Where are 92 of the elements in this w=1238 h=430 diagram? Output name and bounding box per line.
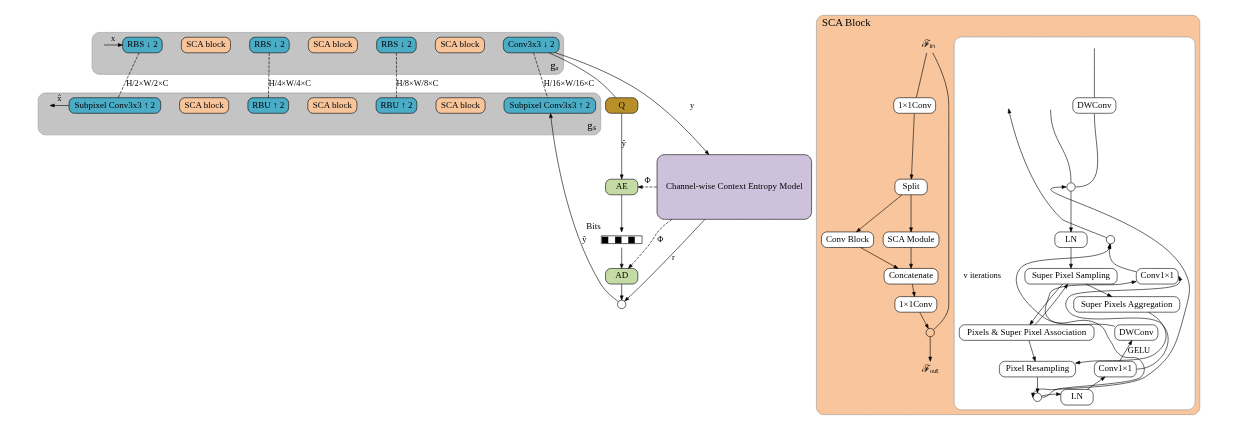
node-box: 1×1Conv	[894, 296, 938, 313]
arrow	[856, 194, 903, 233]
node-box: 1×1Conv	[893, 97, 936, 114]
arrow	[1028, 340, 1036, 362]
node-label: Bits	[586, 220, 601, 231]
edge-label: H/2×W/2×C	[126, 78, 169, 88]
node-circle	[1066, 182, 1076, 192]
arrow	[1119, 340, 1133, 362]
edge-label: H/8×W/8×C	[396, 78, 439, 88]
arrow	[912, 283, 916, 297]
arrow	[1075, 311, 1167, 365]
node-box: Conv1×1	[1136, 268, 1179, 285]
node-box: SCA block	[435, 97, 486, 114]
edge-label: H/4×W/4×C	[268, 78, 311, 88]
node-box: AD	[605, 268, 639, 285]
connector	[548, 52, 616, 98]
edge-label: r	[672, 253, 675, 263]
connector	[396, 52, 397, 98]
arrow	[619, 194, 624, 233]
arrow	[1029, 283, 1063, 326]
node-box: Conv3x3 ↓ 2	[503, 36, 560, 54]
arrow	[619, 247, 624, 269]
node-box: RBS ↓ 2	[249, 36, 290, 54]
arrow	[1031, 185, 1190, 398]
node-box: Subpixel Conv3x3 ↑ 2	[68, 97, 161, 114]
node-box: Super Pixels Aggregation	[1073, 296, 1181, 313]
arrow	[624, 219, 706, 302]
arrow	[619, 283, 624, 301]
node-box: RBS ↓ 2	[122, 36, 163, 54]
arrow	[628, 219, 673, 269]
node-text: ℱᵢₙ	[921, 38, 936, 50]
edge-label: H/16×W/16×C	[543, 78, 595, 88]
arrow	[928, 336, 932, 362]
node-box: Super Pixel Sampling	[1024, 268, 1118, 285]
node-box: SCA block	[307, 97, 358, 114]
node-box: Channel-wise Context Entropy Model	[656, 154, 812, 220]
node-box: DWConv	[1114, 324, 1159, 341]
node-box: AE	[605, 178, 639, 196]
connector	[533, 52, 548, 98]
arrow	[49, 103, 70, 108]
edge-label: y	[689, 100, 695, 110]
arrow	[919, 312, 929, 329]
node-circle	[1106, 235, 1116, 245]
arrow	[1087, 376, 1106, 390]
edge-label: Φ	[657, 234, 664, 244]
edge-label: x	[111, 33, 116, 43]
node-box: Pixel Resampling	[999, 361, 1076, 378]
node-circle	[925, 328, 935, 338]
edge-label: ŷ	[582, 234, 587, 244]
node-box: SCA block	[435, 36, 485, 54]
arrow	[909, 247, 913, 269]
arrow	[1069, 247, 1073, 269]
node-box: RBU ↑ 2	[375, 97, 418, 114]
arrow	[1069, 191, 1073, 233]
arrow	[909, 113, 915, 180]
arrow	[103, 43, 123, 47]
arrow	[909, 194, 913, 233]
connector	[268, 52, 270, 98]
arrow	[1041, 392, 1061, 397]
node-box: Q	[605, 97, 639, 114]
arrow	[1044, 280, 1137, 327]
arrow	[860, 247, 899, 269]
node-box: Conv1×1	[1094, 361, 1137, 378]
cluster	[953, 36, 1196, 411]
node-box: SCA block	[179, 97, 229, 114]
node-box: Conv Block	[821, 231, 874, 248]
node-box: LN	[1054, 231, 1088, 248]
edge-label: ŷ	[621, 139, 626, 149]
node-box: SCA block	[181, 36, 231, 54]
arrow	[1007, 108, 1108, 238]
node-box: SCA block	[308, 36, 358, 54]
arrow	[555, 52, 710, 155]
node-box: RBS ↓ 2	[376, 36, 417, 54]
edge-label: GELU	[1127, 346, 1151, 356]
edge-label: x̂	[57, 94, 62, 104]
node-circle	[617, 299, 627, 309]
node-text: ℱₒᵤₜ	[922, 362, 939, 374]
node-box: Concatenate	[883, 268, 939, 285]
label: v iterations	[963, 271, 1002, 281]
node-box: DWConv	[1072, 97, 1117, 114]
arrow	[1034, 283, 1069, 326]
arrow	[637, 185, 658, 189]
node-box: Subpixel Conv3x3 ↑ 2	[503, 97, 596, 114]
edge-label: Φ	[644, 175, 651, 185]
node-box: RBU ↑ 2	[247, 97, 289, 114]
connector	[118, 52, 140, 98]
node-box: SCA Module	[882, 231, 940, 248]
arrow	[1035, 376, 1040, 394]
arrow	[619, 113, 624, 180]
node-box: Split	[894, 178, 928, 196]
node-box: LN	[1060, 389, 1094, 406]
node-box: Pixels & Super Pixel Association	[959, 324, 1095, 341]
